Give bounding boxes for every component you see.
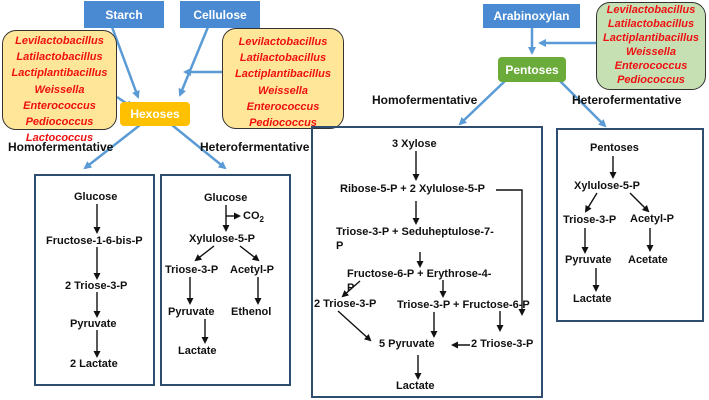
starch-node: Starch (84, 1, 164, 28)
hexose-hetero-organism-list: Levilactobacillus Latilactobacillus Lact… (222, 28, 344, 129)
pentose-hetero-panel (556, 128, 704, 322)
lactate-node: Lactate (178, 345, 217, 357)
organism-name: Enterococcus (246, 100, 320, 113)
pentose-organism-list: Levilactobacillus Latilactobacillus Lact… (596, 2, 706, 90)
fructose-erythrose-node: Fructose-6-P + Erythrose-4- (347, 268, 492, 280)
acetyl-phosphate-node: Acetyl-P (630, 213, 675, 225)
pyruvate-node: 5 Pyruvate (379, 338, 435, 350)
hexoses-to-hetero-arrow (171, 124, 227, 170)
triose-sedoheptulose-node: Triose-3-P + Seduheptulose-7- (336, 226, 494, 238)
organism-name: Lactiplantibacillus (235, 68, 331, 81)
organism-name: Weissella (258, 84, 308, 97)
organism-name: Pediococcus (249, 117, 317, 130)
xylulose-phosphate-node: Xylulose-5-P (574, 180, 641, 192)
pentoses-node: Pentoses (590, 142, 639, 154)
organism-name: Lactococcus (25, 132, 94, 145)
organism-name: Weissella (34, 83, 85, 96)
pentose-homofermentative-label: Homofermentative (372, 93, 478, 107)
hexoses-node: Hexoses (120, 102, 190, 126)
pyruvate-node: Pyruvate (168, 306, 215, 318)
lactate-node: Lactate (573, 293, 612, 305)
lactate-node: 2 Lactate (70, 358, 118, 370)
hexose-homo-organism-list: Levilactobacillus Latilactobacillus Lact… (2, 30, 117, 144)
two-triose-left-node: 2 Triose-3-P (314, 298, 377, 310)
pentoses-to-hetero-arrow (559, 80, 607, 128)
starch-to-hexoses-arrow (110, 26, 140, 99)
organism-name: Latilactobacillus (239, 52, 327, 65)
organism-name: Levilactobacillus (238, 36, 328, 48)
triose-phosphate-node: Triose-3-P (165, 264, 219, 276)
pentoses-node: Pentoses (498, 57, 566, 82)
acetyl-phosphate-node: Acetyl-P (230, 264, 275, 276)
two-triose-right-node: 2 Triose-3-P (471, 338, 534, 350)
fructose-bisphosphate-node: Fructose-1-6-bis-P (46, 235, 143, 247)
fructose-erythrose-node-cont: P (347, 282, 355, 294)
organism-name: Enterococcus (23, 99, 96, 112)
organism-name: Enterococcus (614, 60, 688, 72)
arabinoxylan-node: Arabinoxylan (483, 4, 580, 28)
ethanol-node: Ethenol (231, 306, 272, 318)
pentose-homo-panel (311, 126, 543, 398)
hexose-heterofermentative-label: Heterofermentative (200, 140, 310, 154)
cellulose-node: Cellulose (180, 1, 260, 28)
organism-name: Pediococcus (25, 116, 94, 129)
glucose-node: Glucose (204, 192, 248, 204)
co2-node: CO2 (243, 210, 264, 225)
hexose-homo-panel (34, 174, 155, 386)
cellulose-to-hexoses-arrow (178, 26, 210, 97)
glucose-node: Glucose (74, 191, 118, 203)
acetate-node: Acetate (628, 254, 668, 266)
organism-name: Levilactobacillus (15, 35, 104, 47)
xylose-node: 3 Xylose (392, 138, 437, 150)
organism-name: Weissella (626, 46, 676, 58)
triose-phosphate-node: 2 Triose-3-P (65, 280, 128, 292)
organism-name: Levilactobacillus (606, 4, 696, 16)
triose-fructose-node: Triose-3-P + Fructose-6-P (397, 299, 530, 311)
ribose-xylulose-node: Ribose-5-P + 2 Xylulose-5-P (340, 183, 485, 195)
hexose-hetero-panel (160, 174, 291, 386)
hexoses-to-homo-arrow (83, 124, 141, 170)
triose-sedoheptulose-node-cont: P (336, 240, 344, 252)
triose-phosphate-node: Triose-3-P (563, 214, 617, 226)
pentose-heterofermentative-label: Heterofermentative (572, 93, 682, 107)
pentoses-to-homo-arrow (458, 80, 506, 126)
pyruvate-node: Pyruvate (70, 318, 117, 330)
organism-name: Lactiplantibacillus (603, 32, 699, 44)
organism-name: Pediococcus (617, 74, 685, 86)
organism-name: Lactiplantibacillus (11, 67, 108, 80)
organism-name: Latilactobacillus (607, 18, 695, 30)
lactate-node: Lactate (396, 380, 435, 392)
hexose-homofermentative-label: Homofermentative (8, 140, 114, 154)
pyruvate-node: Pyruvate (565, 254, 612, 266)
xylulose-phosphate-node: Xylulose-5-P (189, 233, 256, 245)
organism-name: Latilactobacillus (16, 51, 103, 64)
